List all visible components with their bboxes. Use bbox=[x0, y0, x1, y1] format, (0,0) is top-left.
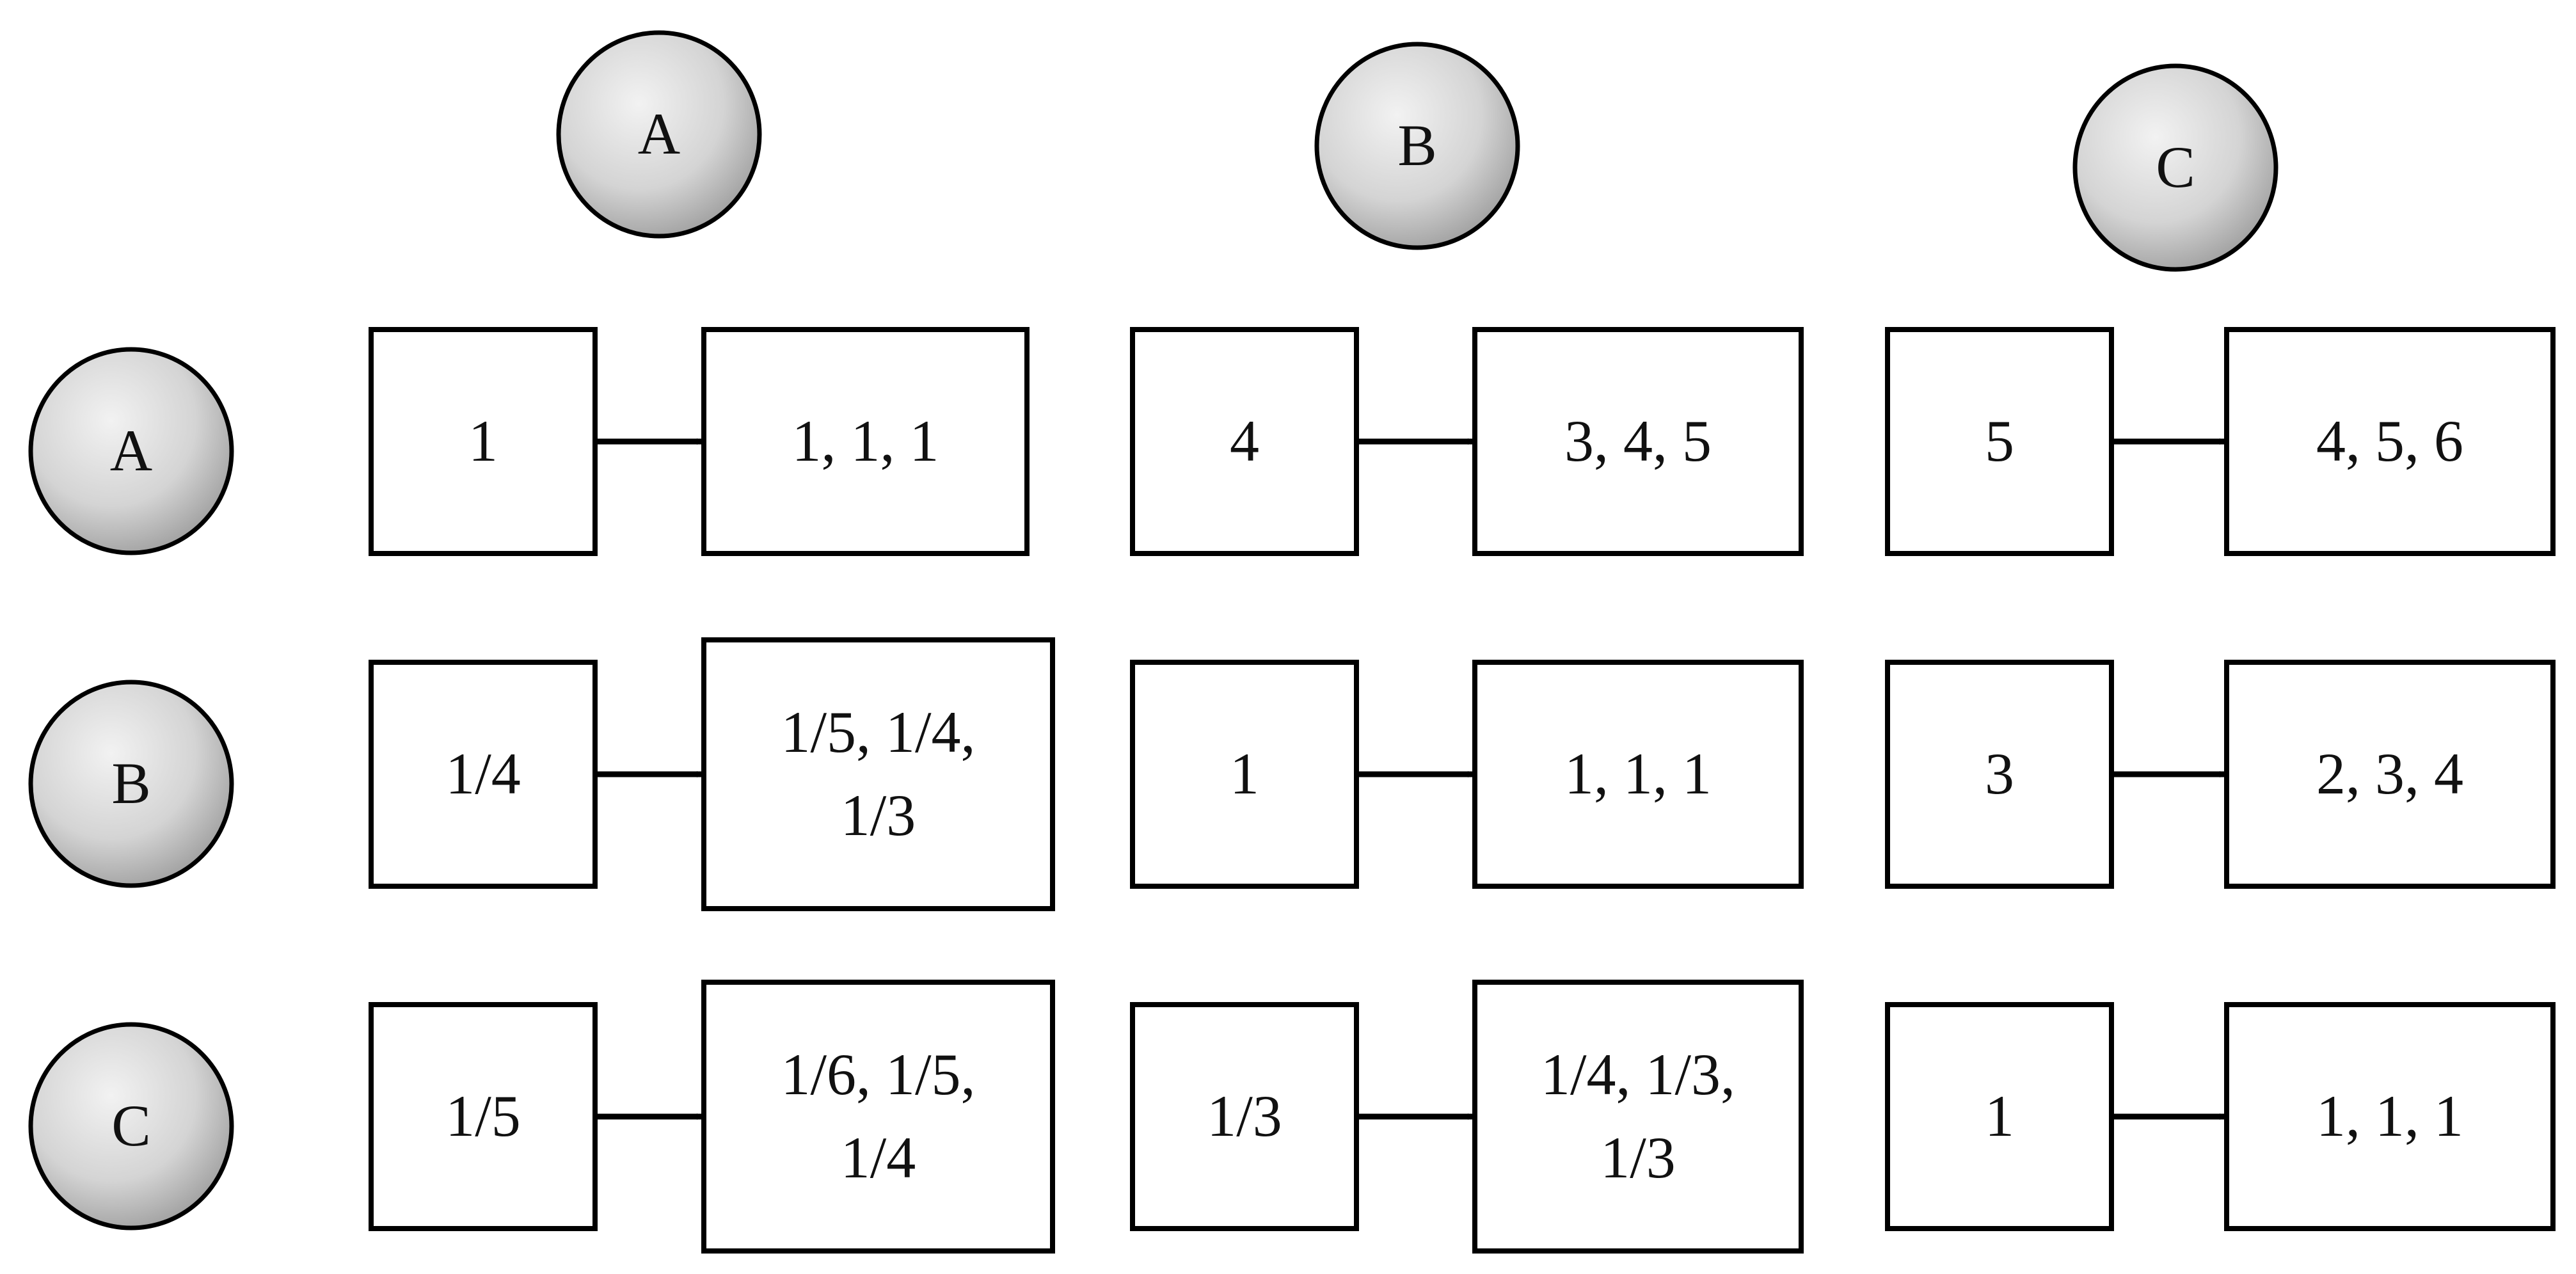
fuzzy-value-line: 1, 1, 1 bbox=[792, 408, 939, 474]
column-headers: A B C bbox=[556, 30, 2278, 272]
cell-b-b: 1 1, 1, 1 bbox=[1130, 660, 1804, 889]
crisp-value: 5 bbox=[1985, 408, 2014, 474]
fuzzy-value-line: 1/4 bbox=[841, 1125, 916, 1190]
fuzzy-box bbox=[701, 637, 1055, 911]
fuzzy-value-line: 1, 1, 1 bbox=[2316, 1083, 2463, 1149]
fuzzy-box bbox=[1472, 660, 1804, 889]
node-circle bbox=[28, 347, 234, 555]
cell-a-c: 5 4, 5, 6 bbox=[1885, 327, 2556, 556]
column-header-c: C bbox=[2072, 63, 2278, 272]
crisp-box bbox=[1130, 660, 1359, 889]
row-header-c: C bbox=[28, 1022, 234, 1230]
fuzzy-box bbox=[2224, 327, 2556, 556]
column-header-a: A bbox=[556, 30, 762, 239]
fuzzy-value-line: 1/6, 1/5, bbox=[781, 1042, 975, 1107]
column-header-b: B bbox=[1314, 42, 1520, 250]
crisp-box bbox=[369, 660, 598, 889]
fuzzy-box bbox=[2224, 1002, 2556, 1231]
fuzzy-box bbox=[701, 327, 1030, 556]
crisp-value: 1/4 bbox=[445, 741, 521, 806]
cell-a-a: 1 1, 1, 1 bbox=[369, 327, 1030, 556]
crisp-value: 4 bbox=[1230, 408, 1259, 474]
crisp-value: 3 bbox=[1985, 741, 2014, 806]
fuzzy-value-line: 2, 3, 4 bbox=[2316, 741, 2463, 806]
fuzzy-box bbox=[1472, 980, 1804, 1254]
fuzzy-value-line: 1/5, 1/4, bbox=[781, 699, 975, 765]
crisp-value: 1/3 bbox=[1207, 1083, 1282, 1149]
fuzzy-value-line: 1/3 bbox=[841, 783, 916, 848]
crisp-box bbox=[369, 1002, 598, 1231]
cell-a-b: 4 3, 4, 5 bbox=[1130, 327, 1804, 556]
node-label: B bbox=[1397, 113, 1436, 178]
node-circle bbox=[556, 30, 762, 239]
node-circle bbox=[28, 1022, 234, 1230]
cell-c-c: 1 1, 1, 1 bbox=[1885, 1002, 2556, 1231]
node-label: C bbox=[2156, 134, 2195, 200]
node-label: A bbox=[638, 101, 680, 166]
node-circle bbox=[28, 680, 234, 888]
node-circle bbox=[1314, 42, 1520, 250]
fuzzy-value-line: 1, 1, 1 bbox=[1564, 741, 1712, 806]
crisp-box bbox=[1130, 1002, 1359, 1231]
fuzzy-box bbox=[2224, 660, 2556, 889]
cell-c-b: 1/3 1/4, 1/3, 1/3 bbox=[1130, 980, 1804, 1254]
fuzzy-box bbox=[1472, 327, 1804, 556]
crisp-value: 1 bbox=[1985, 1083, 2014, 1149]
node-circle bbox=[2072, 63, 2278, 272]
cell-b-a: 1/4 1/5, 1/4, 1/3 bbox=[369, 637, 1055, 911]
crisp-value: 1 bbox=[1230, 741, 1259, 806]
node-label: C bbox=[111, 1093, 150, 1158]
crisp-box bbox=[1885, 660, 2114, 889]
crisp-box bbox=[1130, 327, 1359, 556]
fuzzy-box bbox=[701, 980, 1055, 1254]
fuzzy-value-line: 3, 4, 5 bbox=[1564, 408, 1712, 474]
node-label: B bbox=[111, 751, 150, 816]
row-header-b: B bbox=[28, 680, 234, 888]
fuzzy-value-line: 4, 5, 6 bbox=[2316, 408, 2463, 474]
cell-b-c: 3 2, 3, 4 bbox=[1885, 660, 2556, 889]
row-header-a: A bbox=[28, 347, 234, 555]
fuzzy-value-line: 1/4, 1/3, bbox=[1541, 1042, 1735, 1107]
cell-c-a: 1/5 1/6, 1/5, 1/4 bbox=[369, 980, 1055, 1254]
crisp-box bbox=[1885, 1002, 2114, 1231]
crisp-box bbox=[369, 327, 598, 556]
crisp-box bbox=[1885, 327, 2114, 556]
fuzzy-value-line: 1/3 bbox=[1600, 1125, 1676, 1190]
node-label: A bbox=[110, 418, 152, 483]
crisp-value: 1/5 bbox=[445, 1083, 521, 1149]
row-headers: A B C bbox=[28, 347, 234, 1230]
crisp-value: 1 bbox=[468, 408, 498, 474]
